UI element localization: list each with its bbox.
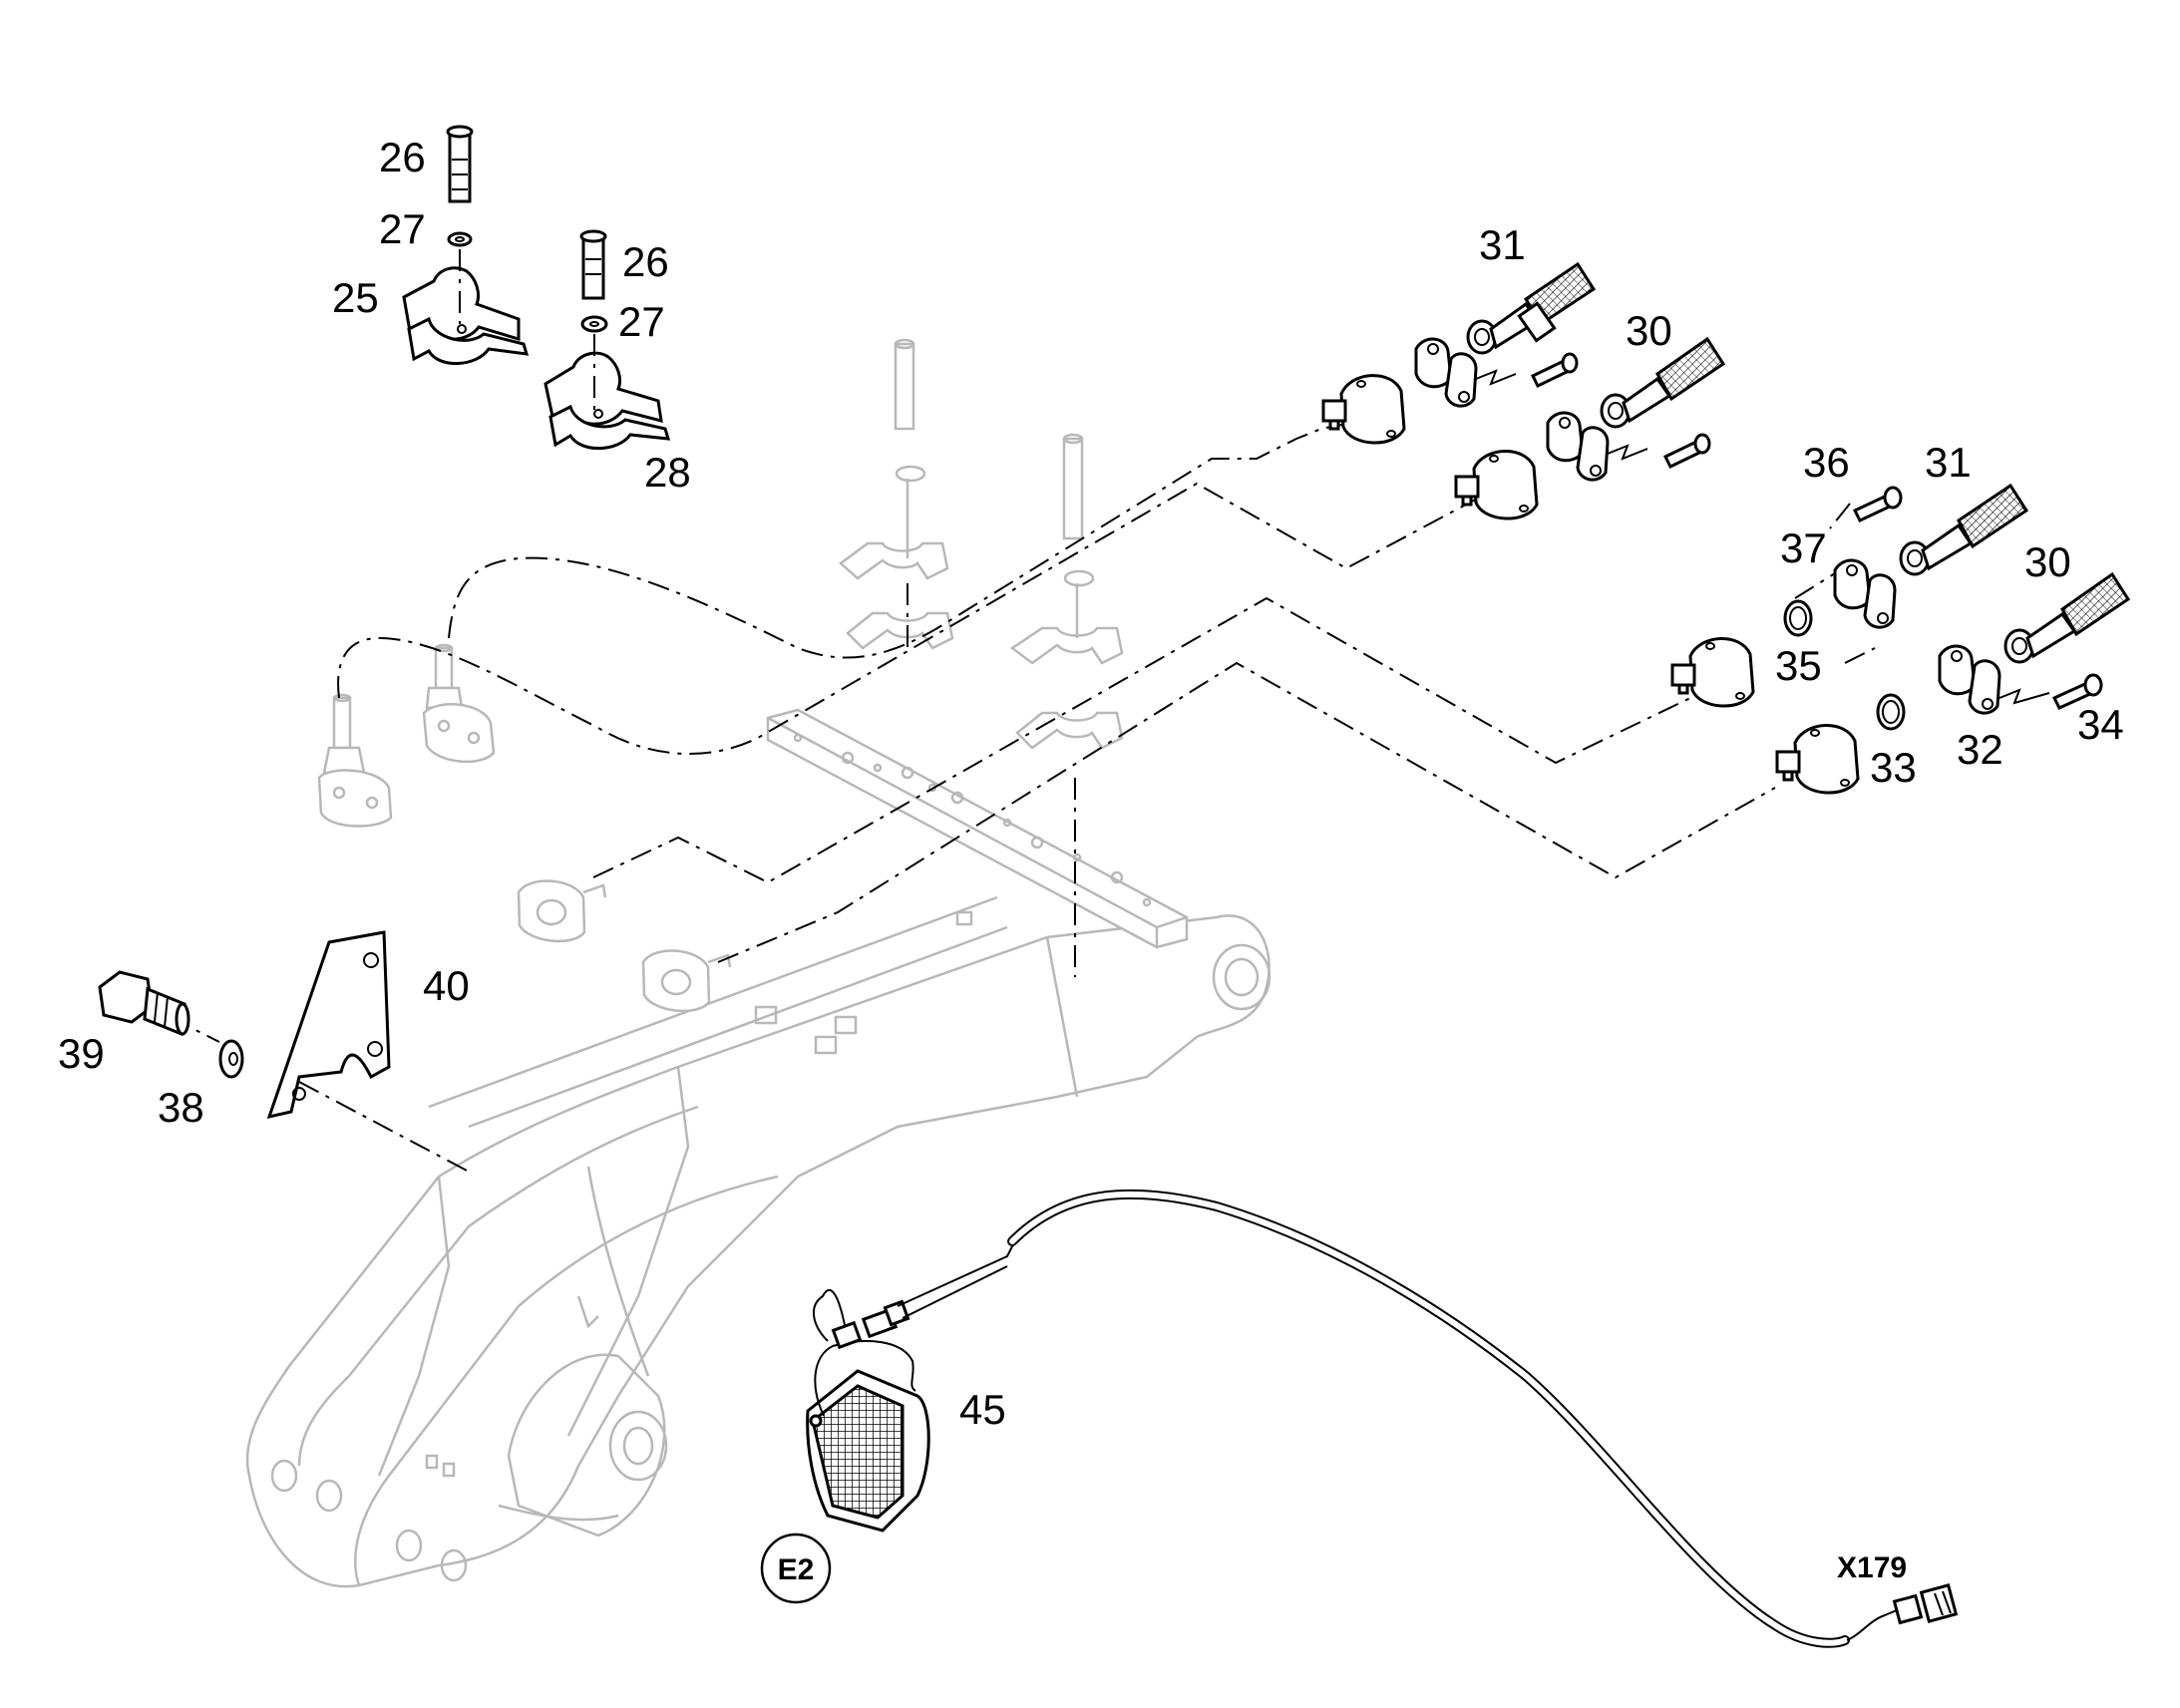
callout-36: 36 [1803,439,1850,486]
clamp-25 [402,125,530,365]
callout-26-a: 26 [379,134,426,180]
callout-37: 37 [1780,524,1827,571]
callout-39: 39 [58,1030,105,1077]
callout-40: 40 [423,962,470,1009]
callout-38: 38 [158,1084,204,1131]
callout-26-b: 26 [622,238,669,285]
callout-25: 25 [332,274,379,321]
callout-27-a: 27 [379,205,426,252]
boom-arm [245,895,1272,1588]
callout-30-b: 30 [2024,538,2071,585]
ghost-fittings [317,338,1124,1013]
e2-label: E2 [778,1553,815,1586]
callout-45: 45 [959,1386,1006,1433]
callout-28: 28 [644,449,691,496]
fitting-group-upper [1321,261,1726,520]
e2-callout: E2 [760,1533,832,1604]
work-light-45 [806,1189,1959,1648]
callout-32: 32 [1957,726,2003,773]
callout-27-b: 27 [618,298,665,345]
callout-30-a: 30 [1626,307,1672,354]
fitting-group-lower [1775,571,2131,795]
clamp-28 [544,229,671,451]
fitting-group-right [1670,483,2029,708]
bracket-40-assembly [98,930,391,1120]
mounting-rail [766,708,1189,949]
connection-lines [169,423,1876,1173]
callout-31-b: 31 [1925,439,1972,486]
callout-31-a: 31 [1479,221,1526,268]
callout-33: 33 [1870,744,1917,791]
connector-x179-label: X179 [1837,1551,1907,1584]
callout-35: 35 [1775,642,1822,689]
callout-numbers: 26 27 25 26 27 28 31 30 36 31 37 30 35 3… [58,134,2124,1584]
callout-34: 34 [2077,701,2124,748]
